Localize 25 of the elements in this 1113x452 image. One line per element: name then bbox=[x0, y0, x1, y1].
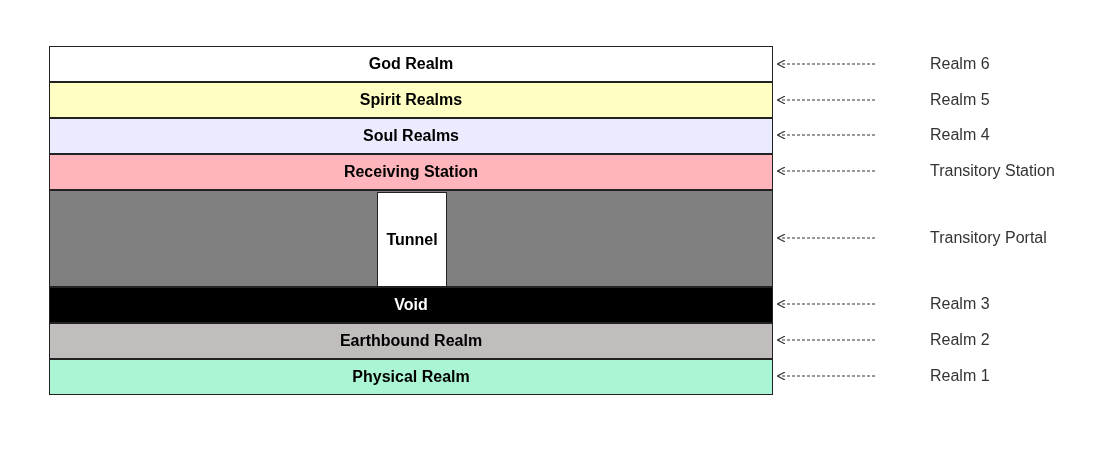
dashed-arrow bbox=[776, 335, 876, 345]
realm-band: Receiving Station bbox=[49, 154, 773, 190]
dashed-arrow bbox=[776, 233, 876, 243]
realm-band: Spirit Realms bbox=[49, 82, 773, 118]
dashed-arrow bbox=[776, 166, 876, 176]
realm-band: God Realm bbox=[49, 46, 773, 82]
tunnel-box: Tunnel bbox=[377, 192, 447, 287]
dashed-arrow bbox=[776, 59, 876, 69]
dashed-arrow bbox=[776, 130, 876, 140]
dashed-arrow bbox=[776, 371, 876, 381]
portal-band bbox=[49, 190, 773, 287]
dashed-arrow bbox=[776, 95, 876, 105]
realm-band: Void bbox=[49, 287, 773, 323]
realm-label: Realm 6 bbox=[930, 54, 1070, 74]
realm-band: Physical Realm bbox=[49, 359, 773, 395]
realm-label: Realm 1 bbox=[930, 366, 1070, 386]
realm-band: Earthbound Realm bbox=[49, 323, 773, 359]
realm-band: Soul Realms bbox=[49, 118, 773, 154]
realm-label: Realm 2 bbox=[930, 330, 1070, 350]
realm-label: Realm 4 bbox=[930, 125, 1070, 145]
dashed-arrow bbox=[776, 299, 876, 309]
realm-label: Realm 5 bbox=[930, 90, 1070, 110]
realm-label: Transitory Portal bbox=[930, 228, 1080, 248]
realm-label: Transitory Station bbox=[930, 161, 1080, 181]
realm-label: Realm 3 bbox=[930, 294, 1070, 314]
